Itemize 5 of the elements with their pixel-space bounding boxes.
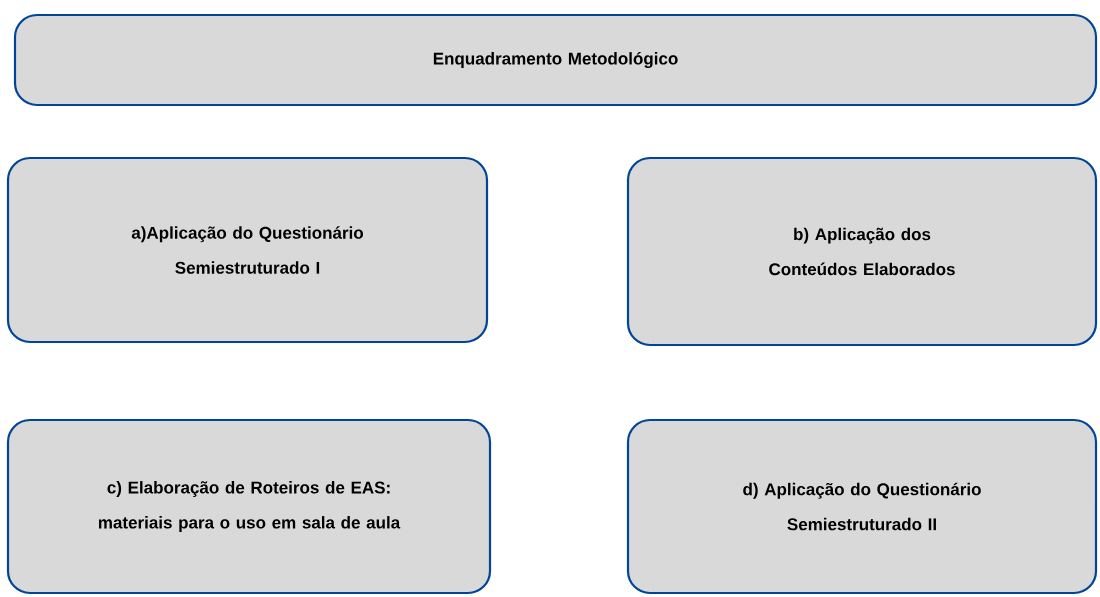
step-box: b) Aplicação dos Conteúdos Elaborados: [626, 156, 1098, 347]
title-box: Enquadramento Metodológico: [13, 13, 1098, 107]
step-box: a)Aplicação do Questionário Semiestruturado I: [6, 156, 489, 344]
step-box: c) Elaboração de Roteiros de EAS: materiais para o uso em sala de aula: [6, 418, 492, 595]
step-box: d) Aplicação do Questionário Semiestruturado II: [626, 418, 1098, 595]
